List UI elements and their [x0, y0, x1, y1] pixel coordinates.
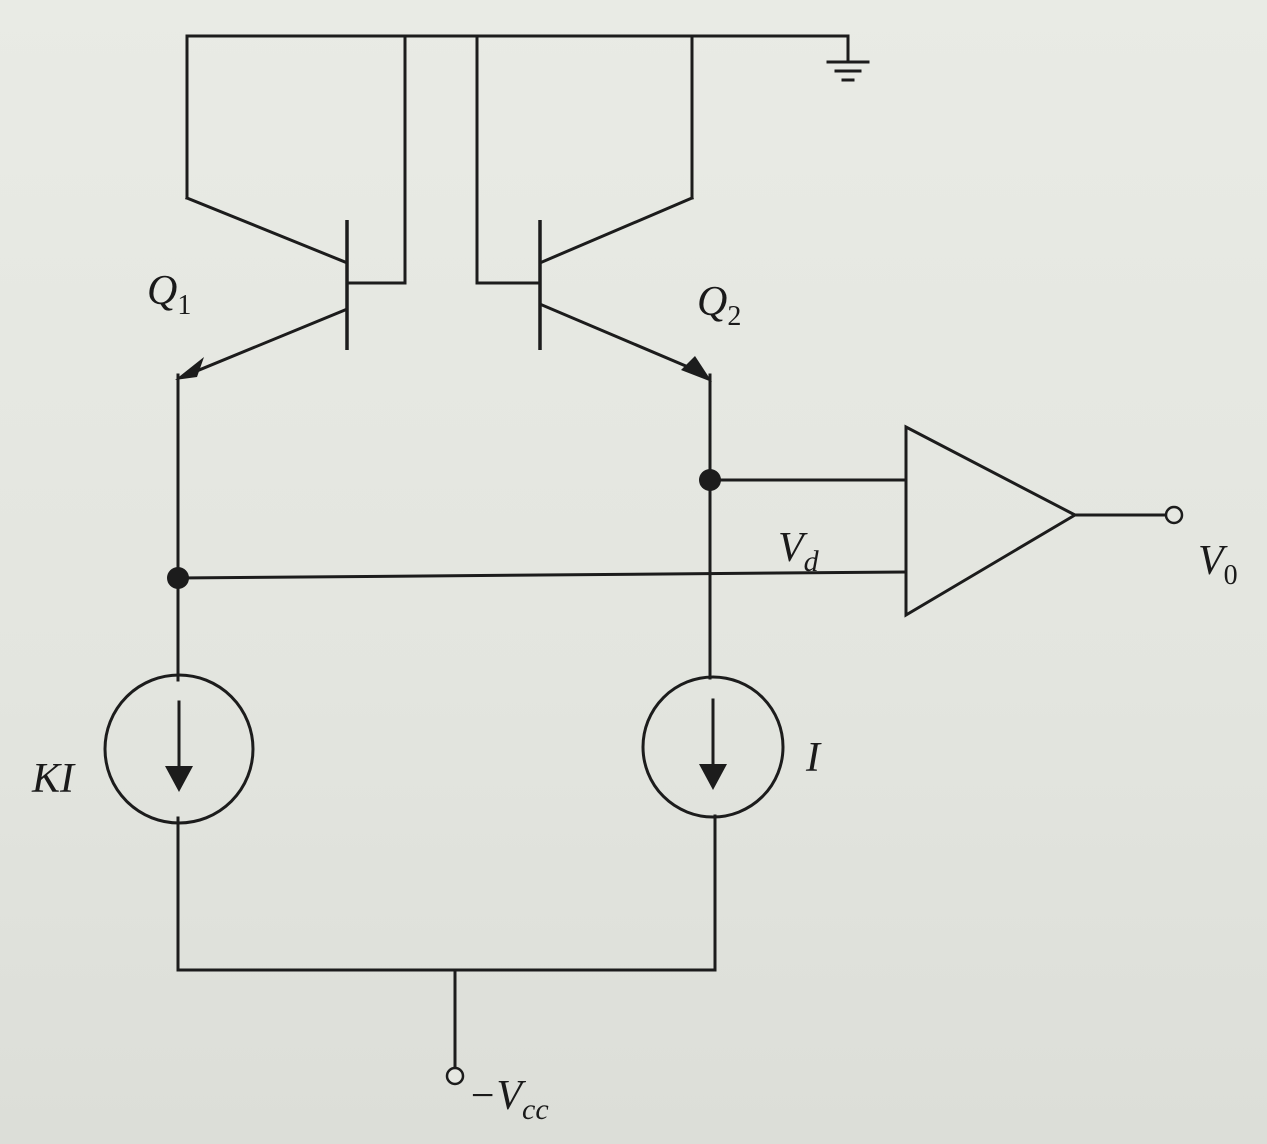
right-branch-wire: [708, 373, 717, 972]
label-i: I: [806, 735, 820, 781]
ground-icon: [826, 60, 870, 82]
transistor-q2: [475, 34, 712, 382]
ground-rail: [185, 34, 850, 64]
label-ki: KI: [32, 756, 74, 802]
label-v0: V0: [1198, 538, 1238, 591]
label-vd: Vd: [778, 525, 819, 578]
q1-emitter-arrow: [175, 357, 204, 380]
label-q2: Q2: [697, 279, 742, 332]
amplifier-triangle: [904, 424, 1079, 618]
current-source-i: [641, 675, 785, 819]
vcc-terminal: [445, 1066, 465, 1086]
transistor-q1: [175, 34, 407, 380]
wire-to-amp-minus: [176, 570, 908, 580]
bottom-rail: [176, 968, 717, 1086]
label-q1: Q1: [147, 268, 192, 321]
q2-emitter-arrow: [681, 356, 712, 382]
i-arrow-down-icon: [699, 764, 727, 790]
current-source-ki: [103, 673, 255, 825]
ki-arrow-down-icon: [165, 766, 193, 792]
label-neg-vcc: −Vcc: [468, 1073, 549, 1126]
v0-terminal: [1164, 505, 1184, 525]
